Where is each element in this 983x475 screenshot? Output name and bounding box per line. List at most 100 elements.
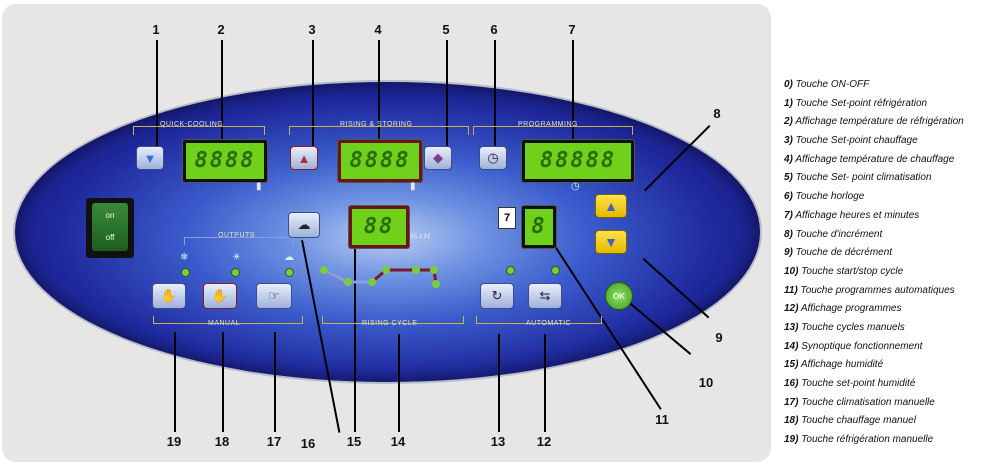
setpoint-refrigeration-button[interactable]: ▼	[136, 146, 164, 170]
callout-4: 4	[374, 22, 382, 37]
cycle-led-5	[412, 266, 420, 274]
setpoint-humidity-button[interactable]: ☁	[288, 212, 320, 238]
decrement-button[interactable]: ▼	[595, 230, 627, 254]
legend-number: 6)	[784, 191, 793, 203]
cloud-humidity-icon: ☁	[297, 217, 311, 232]
setpoint-air-conditioning-button[interactable]: ◆	[424, 146, 452, 170]
arrow-up-icon: ▲	[604, 198, 618, 214]
legend-item: 13) Touche cycles manuels	[784, 319, 983, 338]
cycle-icon: ↻	[491, 288, 503, 303]
callout-2: 2	[217, 22, 225, 37]
cloud-icon: ☁	[284, 252, 294, 263]
manual-heating-button[interactable]: ✋	[203, 283, 237, 309]
clock-small-icon: ◷	[571, 181, 580, 192]
label-rising-storing: RISING & STORING	[340, 121, 413, 128]
label-quick-cooling: QUICK-COOLING	[160, 121, 224, 128]
leader-6	[494, 40, 496, 148]
callout-9: 9	[715, 330, 723, 345]
legend-item: 15) Affichage humidité	[784, 356, 983, 375]
group-manual	[153, 316, 303, 324]
group-automatic	[476, 316, 602, 324]
legend-number: 3)	[784, 135, 793, 147]
callout-15: 15	[346, 434, 362, 449]
manual-refrigeration-button[interactable]: ✋	[152, 283, 186, 309]
legend-text: Touche cycles manuels	[798, 321, 905, 333]
legend-text: Touche set-point humidité	[798, 378, 916, 389]
hand-icon-2: ✋	[211, 288, 229, 303]
legend-item: 16) Touche set-point humidité	[784, 375, 983, 394]
group-programming	[473, 126, 633, 135]
legend-item: 8) Touche d'incrément	[784, 226, 983, 245]
legend-number: 19)	[784, 434, 799, 446]
led-heating-output	[231, 268, 240, 277]
legend-number: 0)	[784, 79, 793, 90]
legend-number: 2)	[784, 116, 793, 128]
legend-number: 10)	[784, 265, 799, 277]
clock-button[interactable]: ◷	[479, 146, 507, 170]
start-stop-button[interactable]: OK	[605, 282, 633, 310]
legend-item: 11) Touche programmes automatiques	[784, 282, 983, 301]
manual-air-conditioning-button[interactable]: ☞	[256, 283, 292, 309]
legend-text: Affichage température de chauffage	[792, 153, 955, 165]
hand-icon: ✋	[160, 288, 178, 303]
sun-icon: ☀	[232, 252, 241, 263]
setpoint-heating-button[interactable]: ▲	[290, 146, 318, 170]
group-quick-cooling	[133, 126, 265, 135]
label-rising-cycle: RISING CYCLE	[362, 320, 418, 327]
leader-7	[572, 40, 574, 140]
legend-text: Touche climatisation manuelle	[798, 396, 935, 408]
humidity-unit: % r.H.	[410, 232, 432, 241]
legend-number: 15)	[784, 359, 799, 371]
automatic-programs-button[interactable]: ⇆	[528, 283, 562, 309]
legend-text: Synoptique fonctionnement	[798, 340, 923, 352]
callout-5: 5	[442, 22, 450, 37]
leader-3	[312, 40, 314, 148]
callout-18: 18	[214, 434, 230, 449]
thermometer-small-icon-2: ▮	[410, 181, 416, 192]
legend-text: Affichage température de réfrigération	[792, 116, 964, 128]
legend-text: Touche de décrément	[792, 247, 893, 259]
legend-item: 10) Touche start/stop cycle	[784, 263, 983, 282]
callout-1: 1	[152, 22, 160, 37]
led-automatic-cycle	[551, 266, 560, 275]
cycle-led-6	[430, 266, 438, 274]
legend-text: Touche d'incrément	[792, 228, 883, 240]
program-tag: 7	[498, 207, 516, 229]
legend-text: Touche ON-OFF	[792, 79, 870, 90]
legend-number: 13)	[784, 321, 799, 333]
legend-text: Affichage heures et minutes	[792, 209, 920, 221]
time-display: 88888	[522, 140, 634, 182]
callout-14: 14	[390, 434, 406, 449]
legend-number: 11)	[784, 284, 798, 296]
humidity-display: 88	[349, 206, 409, 248]
label-manual: MANUAL	[208, 320, 241, 327]
legend-number: 16)	[784, 378, 799, 389]
cycle-led-7	[432, 280, 440, 288]
cycle-led-3	[368, 278, 376, 286]
callout-10: 10	[698, 375, 714, 390]
label-programming: PROGRAMMING	[518, 121, 578, 128]
group-rising-storing	[289, 126, 469, 135]
legend-item: 18) Touche chauffage manuel	[784, 412, 983, 431]
led-manual-cycle	[506, 266, 515, 275]
thermometer-hot-icon: ▲	[297, 150, 311, 166]
legend-number: 9)	[784, 247, 793, 259]
legend-item: 3) Touche Set-point chauffage	[784, 132, 983, 151]
power-switch[interactable]: on off	[92, 203, 128, 251]
legend-item: 6) Touche horloge	[784, 188, 983, 207]
legend-item: 0) Touche ON-OFF	[784, 76, 983, 95]
power-switch-housing: on off	[86, 198, 134, 258]
leader-19	[174, 332, 176, 432]
cycle-led-4	[382, 266, 390, 274]
leader-1	[156, 40, 158, 148]
legend-number: 17)	[784, 396, 799, 408]
group-outputs	[184, 237, 294, 245]
rising-cycle-synoptic	[320, 266, 440, 288]
legend-text: Touche Set- point climatisation	[792, 172, 932, 184]
cycle-icon-2: ⇆	[539, 288, 551, 303]
increment-button[interactable]: ▲	[595, 194, 627, 218]
manual-cycles-button[interactable]: ↻	[480, 283, 514, 309]
refrigeration-display: 8888	[183, 140, 267, 182]
snowflake-icon: ❄	[180, 252, 189, 263]
